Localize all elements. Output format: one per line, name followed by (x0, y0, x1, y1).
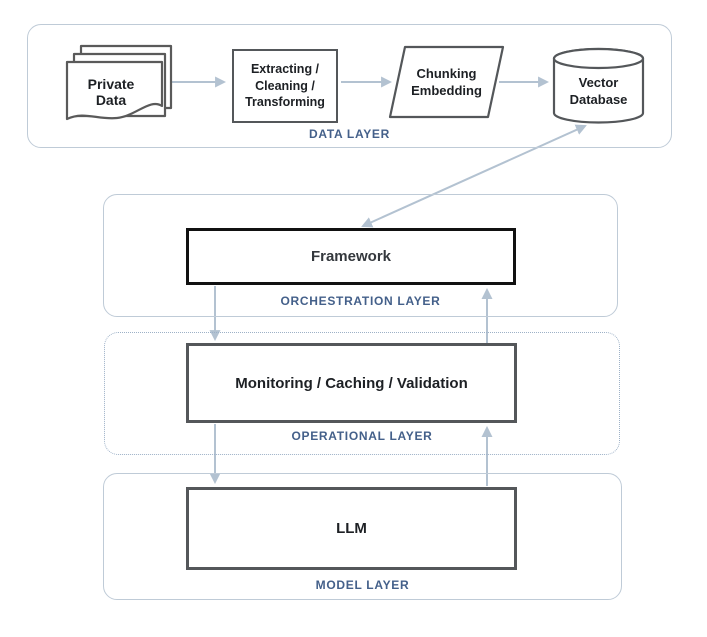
extracting-node: Extracting / Cleaning / Transforming (232, 49, 338, 123)
llm-node: LLM (186, 487, 517, 570)
data-layer-container: DATA LAYER (27, 24, 672, 148)
chunking-line2: Embedding (411, 83, 482, 98)
database-cylinder-icon (552, 47, 645, 124)
operational-layer-label: OPERATIONAL LAYER (291, 429, 433, 443)
chunking-line1: Chunking (416, 66, 477, 81)
private-data-line2: Data (95, 92, 127, 108)
model-layer-container: MODEL LAYER (103, 473, 622, 600)
model-layer-label: MODEL LAYER (315, 578, 410, 592)
extracting-line2: Cleaning / (255, 78, 315, 93)
framework-label: Framework (310, 248, 392, 265)
private-data-line1: Private (87, 76, 135, 92)
vector-database-node: Vector Database (554, 74, 643, 108)
vector-database-line1: Vector (578, 75, 619, 90)
extracting-line1: Extracting / (250, 62, 320, 77)
private-data-node: Private Data (65, 76, 157, 108)
monitoring-label: Monitoring / Caching / Validation (235, 374, 468, 392)
parallelogram-shape (388, 45, 505, 119)
orchestration-layer-container: ORCHESTRATION LAYER (103, 194, 618, 317)
chunking-embedding-node: Chunking Embedding (399, 65, 494, 99)
framework-node: Framework (186, 228, 516, 285)
data-layer-label: DATA LAYER (308, 127, 390, 141)
llm-label: LLM (336, 520, 367, 537)
orchestration-layer-label: ORCHESTRATION LAYER (280, 294, 441, 308)
document-stack-icon (65, 44, 173, 121)
operational-layer-container: OPERATIONAL LAYER (104, 332, 620, 455)
extracting-line3: Transforming (245, 95, 325, 110)
monitoring-caching-validation-node: Monitoring / Caching / Validation (186, 343, 517, 423)
vector-database-line2: Database (569, 92, 628, 107)
arrow-vectordb-framework-bidirectional (361, 124, 587, 228)
